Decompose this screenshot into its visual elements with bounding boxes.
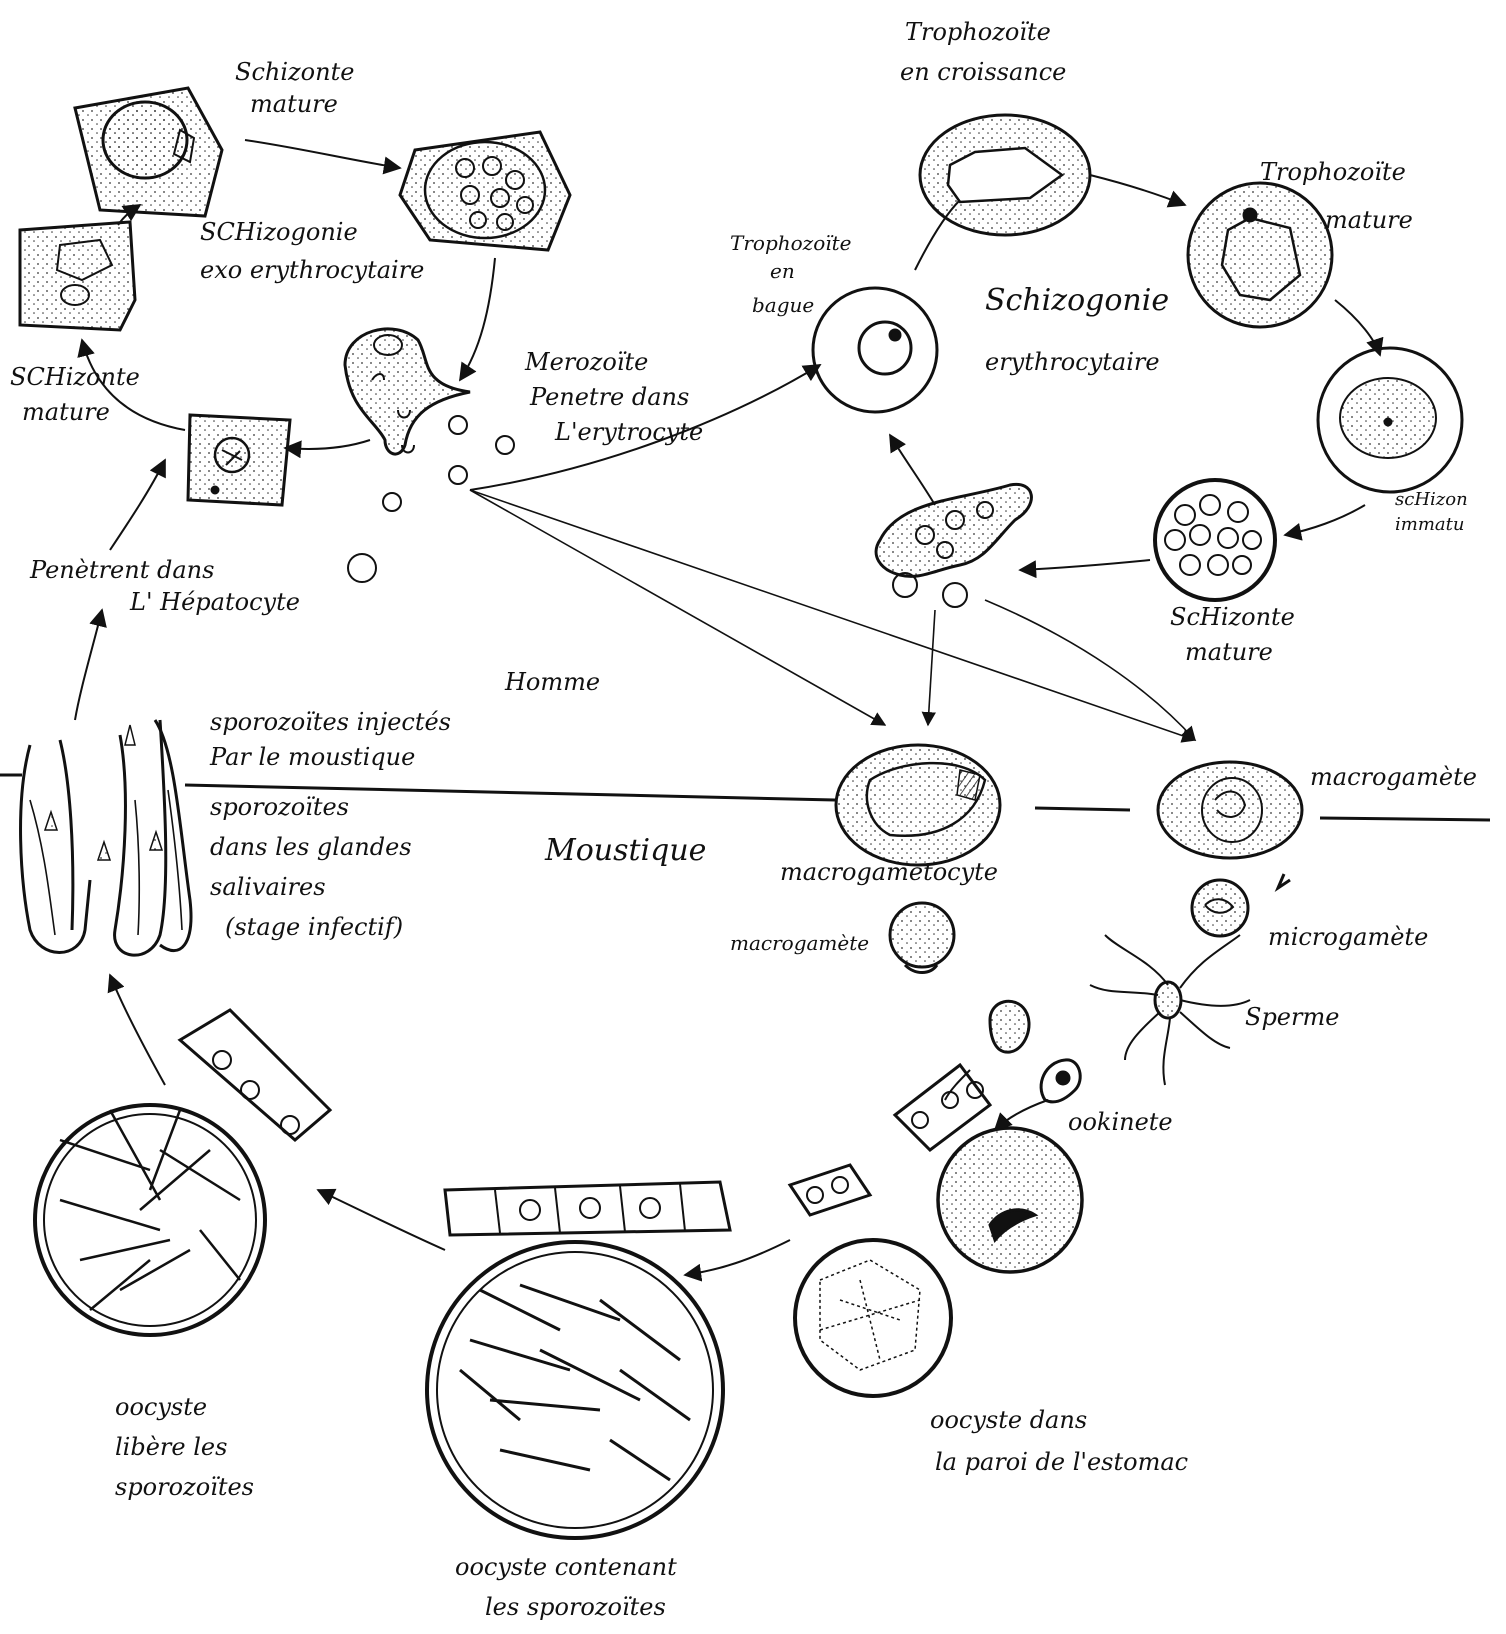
hepatocyte-schizont-right	[400, 132, 570, 250]
label-trophozoite-croissance-1: Trophozoïte	[905, 18, 1051, 46]
label-schizogonie-exo-1: SCHizogonie	[200, 218, 358, 246]
hepatocyte-early	[188, 415, 290, 505]
label-oocyste-libere-3: sporozoïtes	[115, 1473, 254, 1501]
label-schizonte-mature-top-1: Schizonte	[235, 58, 354, 86]
oocyst-with-sporozoites	[427, 1242, 723, 1538]
label-oocyste-libere-1: oocyste	[115, 1393, 207, 1421]
label-merozoite-3: L'erytrocyte	[554, 418, 703, 446]
hepatocyte-left	[20, 222, 135, 330]
label-merozoite-2: Penetre dans	[529, 383, 689, 411]
label-ookinete: ookinete	[1068, 1108, 1173, 1136]
label-macrogamete-left: macrogamète	[730, 931, 869, 955]
label-schizogonie-ery-2: erythrocytaire	[985, 348, 1160, 376]
label-oocyste-estomac-1: oocyste dans	[930, 1406, 1087, 1434]
label-trophozoite-croissance-2: en croissance	[900, 58, 1066, 86]
sperm-exflagellation	[1090, 935, 1250, 1085]
label-sporozoites-injectes-2: Par le moustique	[209, 743, 415, 771]
label-schizogonie-ery-1: Schizogonie	[985, 283, 1169, 318]
rupturing-rbc	[876, 484, 1031, 607]
label-schizonte-mature-right-1: ScHizonte	[1170, 603, 1295, 631]
macrogametocyte-cell	[836, 745, 1000, 865]
label-trophozoite-mature-2: mature	[1325, 206, 1413, 234]
label-trophozoite-mature-1: Trophozoïte	[1260, 158, 1406, 186]
label-penetrent-1: Penètrent dans	[29, 556, 214, 584]
oocyst-young	[938, 1128, 1082, 1272]
label-microgamete: microgamète	[1268, 923, 1428, 951]
label-oocyste-contenant-2: les sporozoïtes	[485, 1593, 666, 1621]
label-sporozoites-glandes-2: dans les glandes	[210, 833, 412, 861]
label-schizonte-mature-left-2: mature	[22, 398, 110, 426]
label-schizogonie-exo-2: exo erythrocytaire	[200, 256, 424, 284]
label-oocyste-contenant-1: oocyste contenant	[455, 1553, 677, 1581]
label-macrogametocyte: macrogametocyte	[780, 858, 998, 886]
label-schizonte-mature-top-2: mature	[250, 90, 338, 118]
label-macrogamete-right: macrogamète	[1310, 763, 1477, 791]
macrogamete-free	[890, 903, 954, 973]
macrogamete-cell-right	[1158, 762, 1302, 858]
label-sperme: Sperme	[1245, 1003, 1339, 1031]
label-trophozoite-bague-3: bague	[752, 293, 814, 317]
label-trophozoite-bague-1: Trophozoïte	[730, 231, 852, 255]
rbc-ring-trophozoite	[813, 288, 937, 412]
label-penetrent-2: L' Hépatocyte	[129, 588, 300, 616]
hepatocyte-mature-schizont-top	[75, 88, 222, 216]
label-oocyste-libere-2: libère les	[115, 1433, 227, 1461]
label-sporozoites-glandes-4: (stage infectif)	[225, 913, 403, 941]
oocyst-in-stomach-wall	[795, 1240, 951, 1396]
rbc-immature-schizont	[1318, 348, 1462, 492]
salivary-glands	[21, 720, 191, 955]
label-moustique: Moustique	[544, 833, 706, 868]
label-schizonte-immature-2: immatu	[1395, 514, 1464, 535]
label-schizonte-immature-1: scHizon	[1395, 489, 1468, 510]
rbc-mature-schizont	[1155, 480, 1275, 600]
label-schizonte-mature-right-2: mature	[1185, 638, 1273, 666]
label-trophozoite-bague-2: en	[770, 259, 795, 283]
rbc-mature-trophozoite	[1188, 183, 1332, 327]
label-schizonte-mature-left-1: SCHizonte	[10, 363, 140, 391]
rupturing-hepatocyte	[345, 329, 514, 582]
label-homme: Homme	[504, 668, 600, 696]
label-oocyste-estomac-2: la paroi de l'estomac	[935, 1448, 1188, 1476]
label-sporozoites-injectes-1: sporozoïtes injectés	[210, 708, 451, 736]
label-sporozoites-glandes-3: salivaires	[210, 873, 326, 901]
label-sporozoites-glandes-1: sporozoïtes	[210, 793, 349, 821]
zygote-and-ookinete	[990, 1001, 1080, 1102]
label-merozoite-1: Merozoïte	[524, 348, 648, 376]
gametocytes	[836, 745, 1302, 1102]
oocyst-releasing-sporozoites	[35, 1105, 265, 1335]
